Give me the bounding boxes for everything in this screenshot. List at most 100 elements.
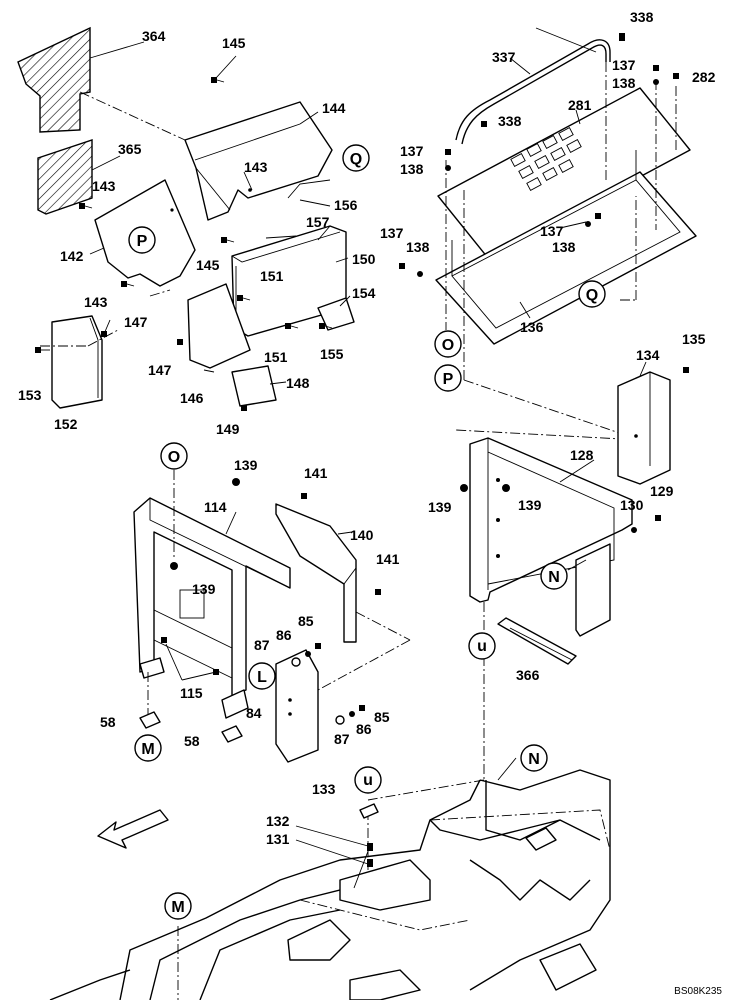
- part-label: 153: [18, 387, 42, 403]
- bracket-146: [187, 283, 251, 369]
- part-label: 133: [312, 781, 336, 797]
- stand-128: [469, 437, 633, 637]
- part-label: 338: [498, 113, 522, 129]
- part-label: 138: [552, 239, 576, 255]
- handle-337: [455, 39, 611, 145]
- part-label: 145: [222, 35, 246, 51]
- part-label: 143: [244, 159, 268, 175]
- ref-marker-Q: Q: [342, 144, 370, 172]
- ref-marker-M: M: [134, 734, 162, 762]
- svg-text:u: u: [363, 772, 373, 789]
- ref-marker-Q: Q: [578, 280, 606, 308]
- part-label: 86: [276, 627, 292, 643]
- part-label: 141: [376, 551, 400, 567]
- leader-lines: [89, 27, 647, 889]
- part-label: 141: [304, 465, 328, 481]
- bracket-154: [317, 297, 355, 331]
- part-label: 147: [124, 314, 148, 330]
- part-label: 139: [518, 497, 542, 513]
- ref-marker-u: u: [468, 632, 496, 660]
- part-label: 143: [92, 178, 116, 194]
- part-label: 148: [286, 375, 310, 391]
- part-label: 87: [254, 637, 270, 653]
- base-frame: [49, 769, 611, 1001]
- part-label: 85: [298, 613, 314, 629]
- part-label: 142: [60, 248, 84, 264]
- ref-marker-M: M: [164, 892, 192, 920]
- svg-text:N: N: [528, 751, 540, 768]
- part-label: 364: [142, 28, 166, 44]
- cover-140: [275, 503, 357, 643]
- ref-marker-N: N: [520, 744, 548, 772]
- part-label: 139: [234, 457, 258, 473]
- front-direction-arrow-icon: [97, 809, 169, 849]
- part-label: 365: [118, 141, 142, 157]
- part-label: 87: [334, 731, 350, 747]
- panel-365: [37, 139, 93, 215]
- part-label: 137: [400, 143, 424, 159]
- part-label: 155: [320, 346, 344, 362]
- part-label: 129: [650, 483, 674, 499]
- part-label: 150: [352, 251, 376, 267]
- part-label: 139: [192, 581, 216, 597]
- part-label: 144: [322, 100, 346, 116]
- ref-marker-N: N: [540, 562, 568, 590]
- svg-text:M: M: [171, 899, 184, 916]
- plate-84: [275, 649, 319, 763]
- svg-text:Q: Q: [350, 151, 362, 168]
- svg-text:N: N: [548, 569, 560, 586]
- part-label: 151: [264, 349, 288, 365]
- part-label: 156: [334, 197, 358, 213]
- ref-marker-u: u: [354, 766, 382, 794]
- svg-text:O: O: [442, 337, 454, 354]
- strip-156: [287, 179, 331, 199]
- ref-marker-O: O: [434, 330, 462, 358]
- cover-144: [184, 101, 333, 221]
- part-label: 137: [612, 57, 636, 73]
- part-label: 140: [350, 527, 374, 543]
- ref-marker-O: O: [160, 442, 188, 470]
- part-label: 143: [84, 294, 108, 310]
- part-label: 136: [520, 319, 544, 335]
- part-label: 139: [428, 499, 452, 515]
- reference-markers: Q P Q O P O L M N u u N M: [128, 144, 606, 920]
- cover-152: [51, 315, 103, 409]
- plate-281: [437, 87, 691, 259]
- strip-366: [497, 617, 577, 665]
- part-label: 84: [246, 705, 262, 721]
- part-label: 151: [260, 268, 284, 284]
- panel-364: [17, 26, 91, 133]
- part-label: 131: [266, 831, 290, 847]
- svg-text:L: L: [257, 669, 267, 686]
- part-label: 152: [54, 416, 78, 432]
- part-labels: 364 145 144 365 143 143 156 157 142 145 …: [18, 9, 716, 847]
- part-label: 132: [266, 813, 290, 829]
- bracket-148: [231, 365, 277, 407]
- part-label: 145: [196, 257, 220, 273]
- part-label: 58: [100, 714, 116, 730]
- part-label: 134: [636, 347, 660, 363]
- svg-text:Q: Q: [586, 287, 598, 304]
- svg-text:P: P: [443, 371, 454, 388]
- part-label: 147: [148, 362, 172, 378]
- part-label: 85: [374, 709, 390, 725]
- part-label: 114: [204, 499, 227, 515]
- part-label: 138: [400, 161, 424, 177]
- frame-114: [133, 497, 291, 719]
- part-label: 281: [568, 97, 592, 113]
- cover-134: [617, 371, 671, 485]
- part-label: 137: [540, 223, 564, 239]
- part-label: 86: [356, 721, 372, 737]
- part-label: 130: [620, 497, 644, 513]
- part-label: 282: [692, 69, 716, 85]
- ref-marker-P: P: [434, 364, 462, 392]
- part-label: 128: [570, 447, 594, 463]
- drawing-code: BS08K235: [674, 986, 722, 997]
- svg-text:O: O: [168, 449, 180, 466]
- ref-marker-P: P: [128, 226, 156, 254]
- part-label: 154: [352, 285, 376, 301]
- part-label: 337: [492, 49, 516, 65]
- part-label: 146: [180, 390, 204, 406]
- frame-136: [435, 150, 697, 345]
